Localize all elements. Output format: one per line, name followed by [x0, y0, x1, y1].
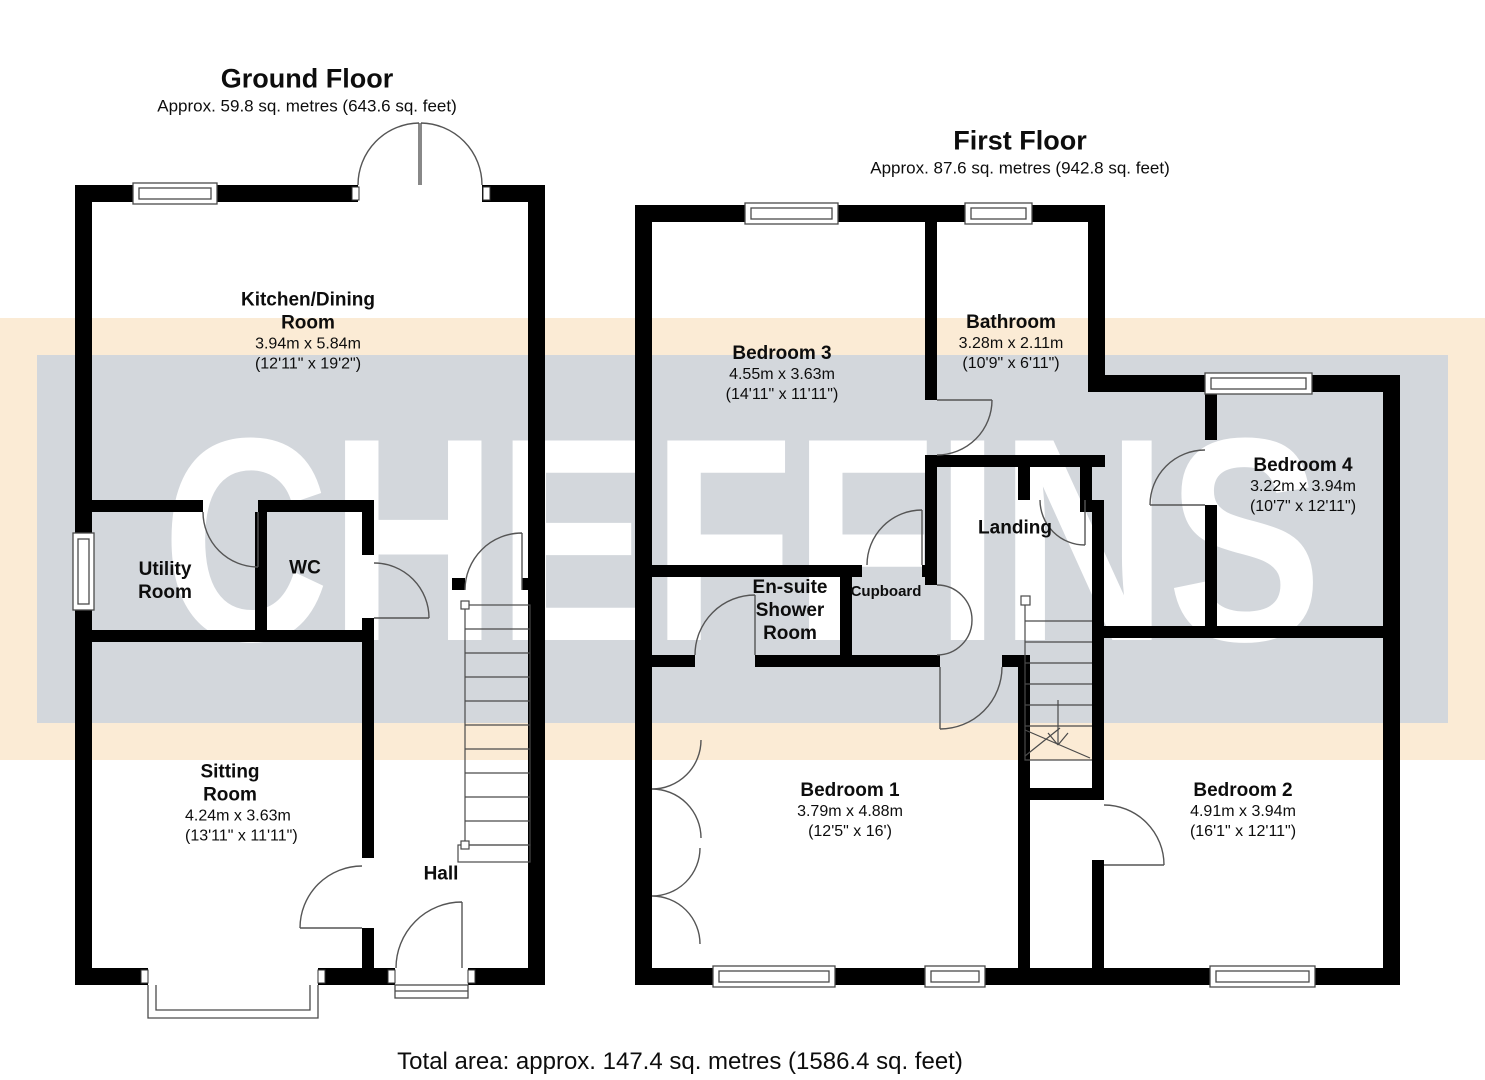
room-label-ensuite: En-suite Shower Room [752, 577, 828, 645]
bedroom4-door [1149, 449, 1206, 506]
room-label-kitchen-dining: Kitchen/Dining Room 3.94m x 5.84m (12'11… [240, 289, 376, 373]
room-label-cupboard: Cupboard [850, 582, 922, 600]
wc-door [373, 562, 430, 619]
room-label-hall: Hall [423, 863, 459, 885]
cupboard-doors [936, 584, 973, 656]
first-floor-title-text: First Floor [953, 125, 1087, 156]
ground-door-swings [202, 122, 523, 969]
room-label-utility: Utility Room [138, 558, 192, 603]
french-door-right [420, 122, 483, 186]
room-label-bedroom1: Bedroom 1 3.79m x 4.88m (12'5" x 16') [797, 779, 903, 840]
ground-floor-title: Ground Floor Approx. 59.8 sq. metres (64… [157, 64, 457, 117]
ground-floor-title-text: Ground Floor [220, 63, 394, 94]
bedroom1-door [939, 666, 1003, 730]
room-label-bathroom: Bathroom 3.28m x 2.11m (10'9" x 6'11") [958, 311, 1064, 372]
first-stairs [1020, 595, 1092, 761]
first-floor-title: First Floor Approx. 87.6 sq. metres (942… [870, 126, 1170, 179]
room-label-bedroom2: Bedroom 2 4.91m x 3.94m (16'1" x 12'11") [1189, 779, 1297, 840]
ensuite-door [694, 594, 756, 656]
room-label-wc: WC [289, 557, 321, 579]
first-windows [712, 202, 1316, 988]
ground-exterior-walls [75, 185, 545, 985]
first-door-swings [651, 399, 1206, 945]
room-label-bedroom4: Bedroom 4 3.22m x 3.94m (10'7" x 12'11") [1249, 454, 1357, 515]
ground-windows [72, 182, 469, 1019]
watermark-text: CHEFFINS [162, 378, 1322, 702]
kitchen-door [464, 532, 523, 591]
french-door-left [357, 122, 420, 186]
bedroom3-door [866, 509, 923, 566]
wardrobe-doors-1 [651, 739, 702, 839]
first-floor-subtitle: Approx. 87.6 sq. metres (942.8 sq. feet) [870, 158, 1170, 178]
ground-door-jambs [140, 186, 491, 984]
landing-door [1039, 499, 1086, 546]
ground-floor-plan [72, 122, 545, 1019]
ground-stairs [457, 600, 531, 863]
ground-interior-walls [92, 500, 528, 968]
bathroom-door [936, 399, 993, 456]
bedroom2-door [1103, 804, 1165, 866]
first-interior-walls [652, 222, 1400, 985]
first-exterior-walls [635, 205, 1400, 985]
first-floor-plan [635, 202, 1400, 988]
total-area-text: Total area: approx. 147.4 sq. metres (15… [397, 1048, 963, 1075]
room-label-bedroom3: Bedroom 3 4.55m x 3.63m (14'11" x 11'11"… [725, 342, 839, 403]
front-door [395, 901, 463, 969]
utility-door [202, 511, 259, 568]
wardrobe-doors-2 [651, 847, 701, 945]
sitting-room-door [299, 865, 363, 929]
room-label-sitting: Sitting Room 4.24m x 3.63m (13'11" x 11'… [185, 761, 298, 845]
ground-floor-subtitle: Approx. 59.8 sq. metres (643.6 sq. feet) [157, 96, 457, 116]
room-label-landing: Landing [978, 517, 1052, 539]
